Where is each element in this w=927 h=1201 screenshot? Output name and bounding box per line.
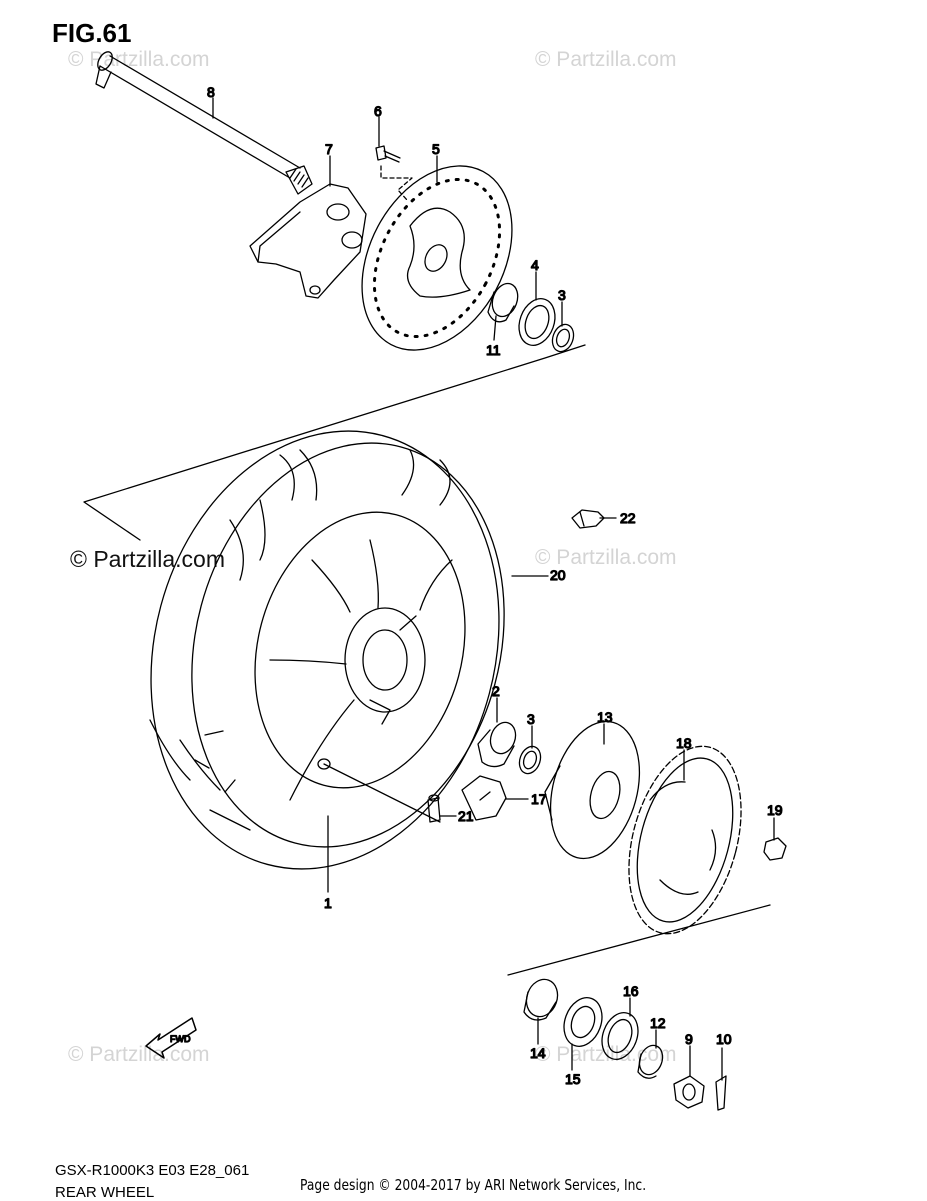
rear-sprocket[interactable] xyxy=(610,734,760,946)
hub-spacer[interactable] xyxy=(477,719,520,768)
lower-spacer[interactable] xyxy=(636,1042,667,1079)
spacer[interactable] xyxy=(487,280,522,323)
rear-wheel-rim[interactable] xyxy=(225,488,495,811)
wheel-damper[interactable] xyxy=(461,775,507,821)
cotter-pin[interactable] xyxy=(715,1075,727,1111)
callout-3-lower: 3 xyxy=(527,711,535,727)
figure-title: FIG.61 xyxy=(52,18,132,48)
fwd-label: FWD xyxy=(170,1034,191,1044)
callout-18: 18 xyxy=(676,735,692,751)
balance-weight[interactable] xyxy=(571,509,605,529)
callout-19: 19 xyxy=(767,802,783,818)
callout-labels: 8 6 5 7 4 3 11 22 20 2 3 13 18 19 17 21 … xyxy=(206,83,783,1087)
callout-15: 15 xyxy=(565,1071,581,1087)
callout-17: 17 xyxy=(531,791,547,807)
callout-12: 12 xyxy=(650,1015,666,1031)
model-code: GSX-R1000K3 E03 E28_061 xyxy=(55,1162,250,1179)
callout-5: 5 xyxy=(432,141,440,157)
forward-direction-arrow: FWD xyxy=(145,1017,197,1059)
caliper-bracket[interactable] xyxy=(249,183,367,299)
callout-13: 13 xyxy=(597,709,613,725)
callout-22: 22 xyxy=(620,510,636,526)
callout-11: 11 xyxy=(486,342,501,358)
callout-14: 14 xyxy=(530,1045,546,1061)
callout-20: 20 xyxy=(550,567,566,583)
callout-6: 6 xyxy=(374,103,382,119)
callout-4: 4 xyxy=(531,257,539,273)
bearing[interactable] xyxy=(549,321,577,354)
leader-lines xyxy=(212,97,775,1081)
oil-seal-lower[interactable] xyxy=(596,1008,644,1065)
callout-10: 10 xyxy=(716,1031,732,1047)
ball-bearing[interactable] xyxy=(558,992,609,1051)
oil-seal[interactable] xyxy=(513,294,561,351)
sprocket-nut[interactable] xyxy=(763,837,787,861)
brake-disc[interactable] xyxy=(332,140,542,376)
watermark: © Partzilla.com xyxy=(535,48,677,71)
callout-2: 2 xyxy=(492,683,500,699)
page-credit: Page design © 2004-2017 by ARI Network S… xyxy=(300,1176,647,1194)
callout-16: 16 xyxy=(623,983,639,999)
watermark: © Partzilla.com xyxy=(535,546,677,569)
bearing[interactable] xyxy=(516,743,544,776)
caliper-bolt[interactable] xyxy=(375,145,401,163)
watermark-prominent: © Partzilla.com xyxy=(70,546,225,572)
callout-21: 21 xyxy=(458,808,474,824)
section-name: REAR WHEEL xyxy=(55,1184,155,1201)
sprocket-mounting-drum[interactable] xyxy=(536,712,653,869)
assembly-frame xyxy=(507,904,771,976)
callout-8: 8 xyxy=(207,84,215,100)
rear-tire[interactable] xyxy=(103,392,548,909)
rear-axle[interactable] xyxy=(95,49,313,195)
callout-3: 3 xyxy=(558,287,566,303)
assembly-leader xyxy=(323,763,441,823)
air-valve[interactable] xyxy=(427,794,441,823)
assembly-frame xyxy=(83,344,586,541)
callout-7: 7 xyxy=(325,141,333,157)
bearing-spacer[interactable] xyxy=(521,975,562,1021)
callout-1: 1 xyxy=(324,895,332,911)
watermark: © Partzilla.com xyxy=(68,1043,210,1066)
assembly-leader xyxy=(380,165,413,201)
axle-nut[interactable] xyxy=(673,1075,705,1109)
callout-9: 9 xyxy=(685,1031,693,1047)
